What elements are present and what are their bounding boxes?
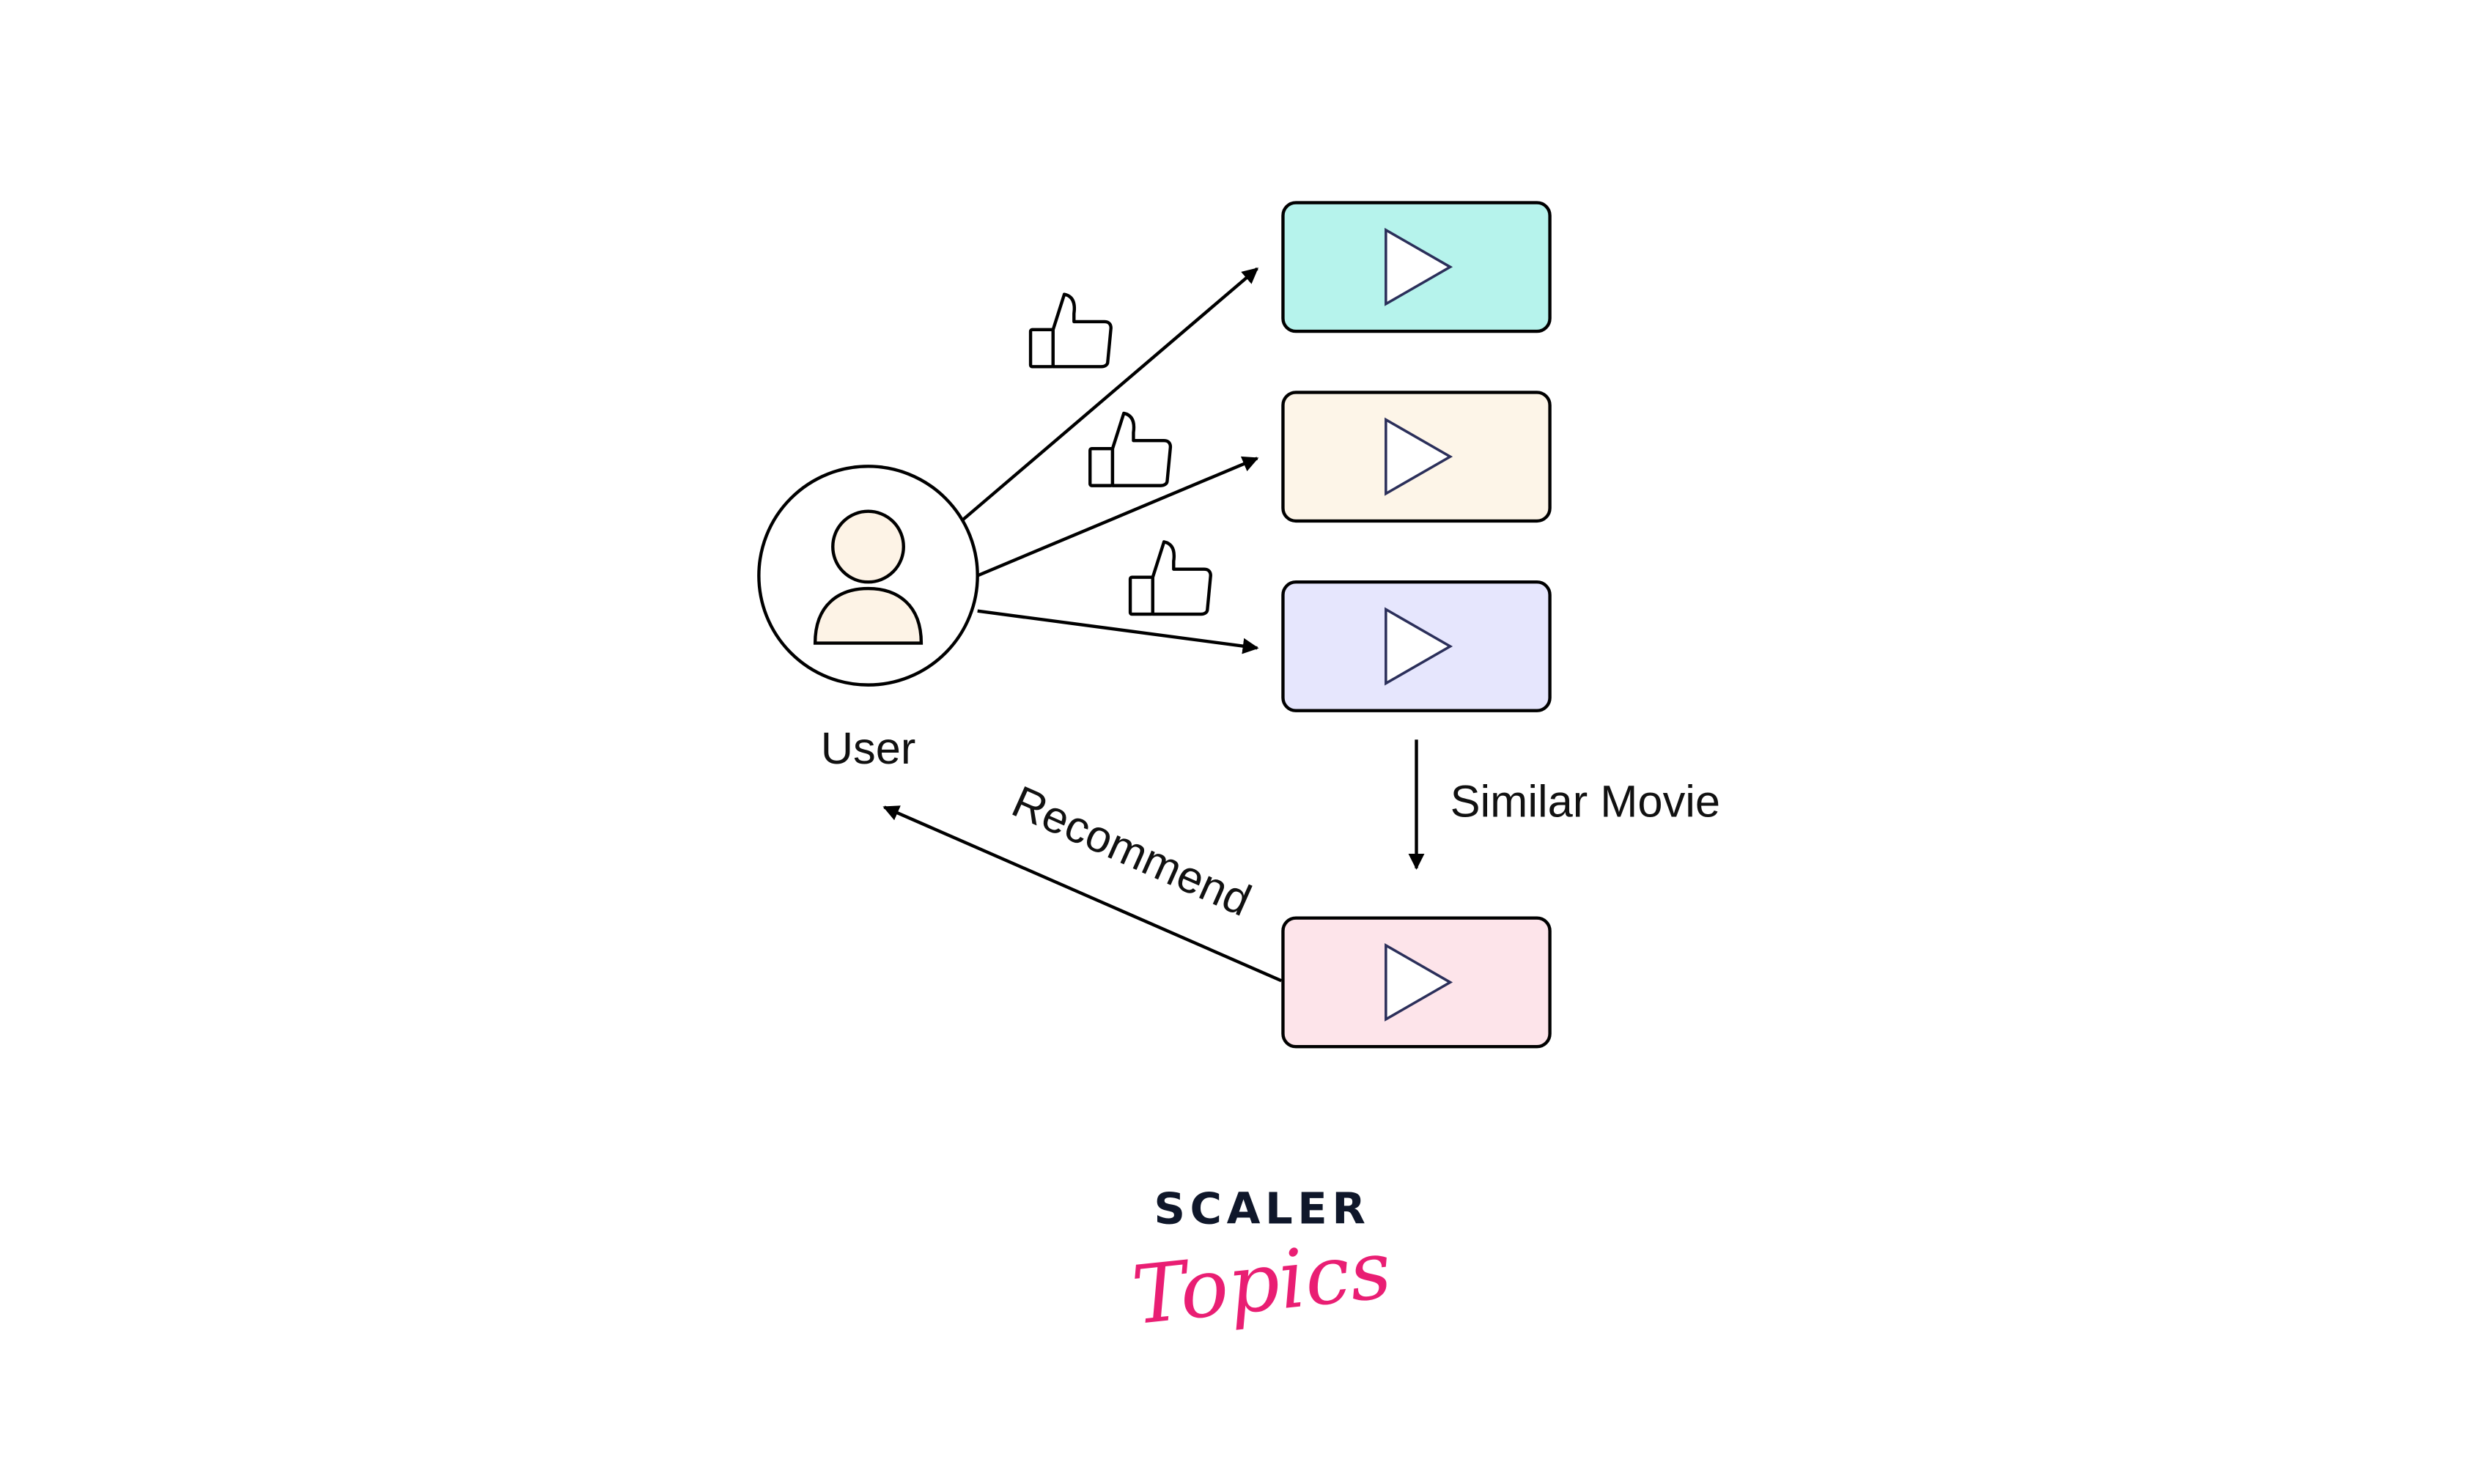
movie-recommended bbox=[1281, 916, 1552, 1049]
like-arrow-3 bbox=[977, 609, 1259, 654]
like-arrow-1 bbox=[960, 267, 1259, 523]
thumbs-up-icon bbox=[1130, 542, 1211, 614]
movie-liked-3 bbox=[1281, 580, 1552, 712]
user-node: User bbox=[757, 465, 979, 774]
scaler-topics-logo: SCALER Topics bbox=[1128, 1183, 1396, 1343]
logo-topics: Topics bbox=[1128, 1222, 1396, 1343]
user-label: User bbox=[821, 723, 916, 774]
movie-liked-2 bbox=[1281, 391, 1552, 523]
like-arrow-2 bbox=[976, 456, 1259, 577]
recommend-arrow bbox=[882, 805, 1283, 983]
thumbs-up-icon bbox=[1031, 295, 1111, 367]
recommend-label: Recommend bbox=[1005, 776, 1258, 926]
movie-liked-1 bbox=[1281, 201, 1552, 333]
similar-movie-label: Similar Movie bbox=[1450, 777, 1720, 827]
thumbs-up-icon bbox=[1090, 413, 1171, 486]
logo-scaler: SCALER bbox=[1154, 1183, 1370, 1233]
user-icon bbox=[813, 509, 924, 645]
